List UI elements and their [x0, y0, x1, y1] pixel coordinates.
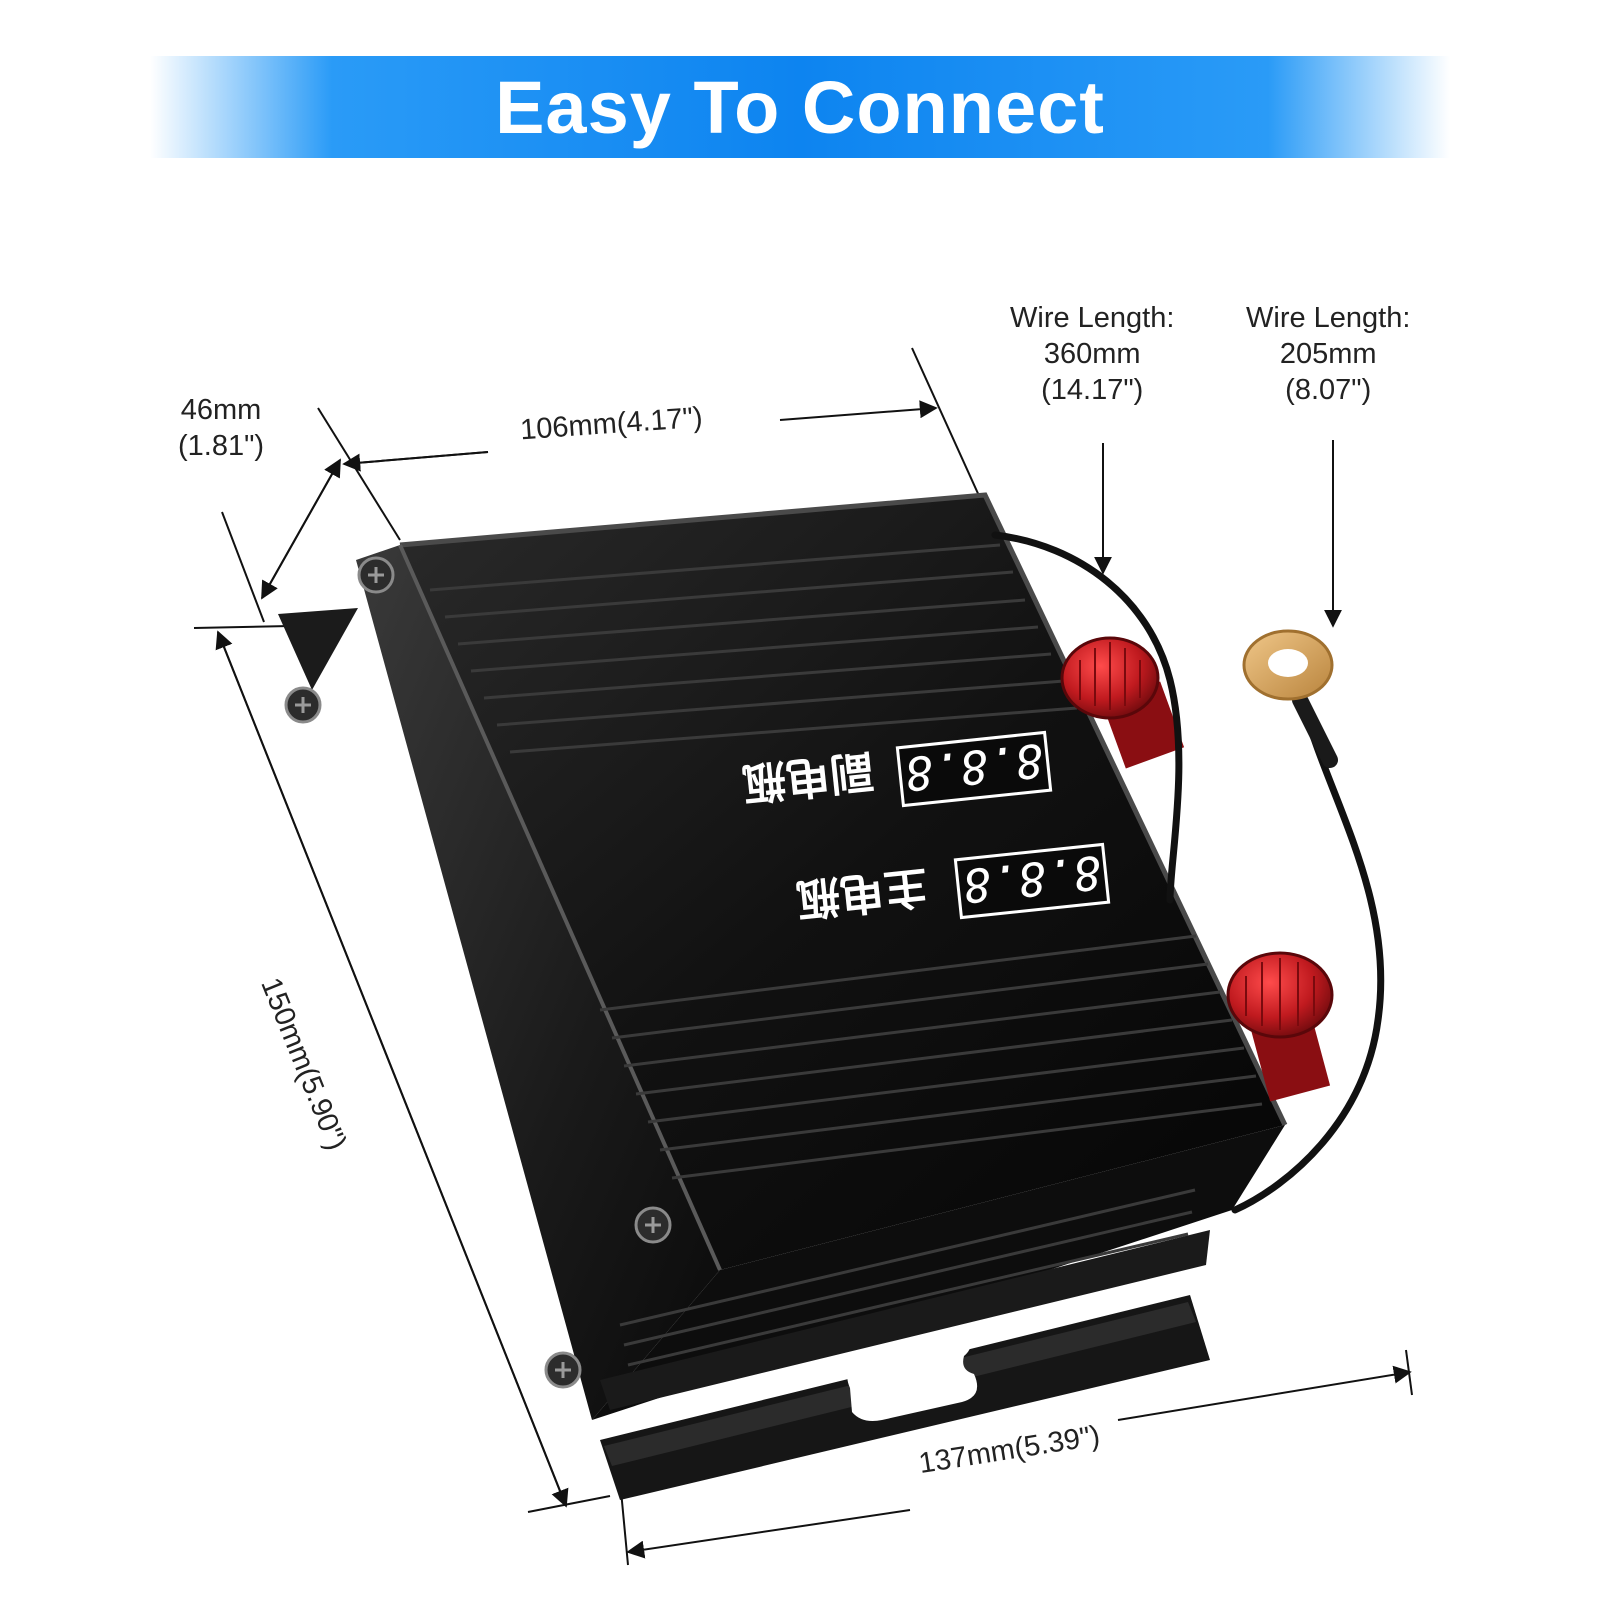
terminal-post-top [1060, 636, 1185, 769]
banner-title: Easy To Connect [495, 65, 1105, 149]
wire-positive-title: Wire Length: [1010, 302, 1175, 334]
wire-positive [991, 531, 1183, 904]
wire-ground-inch: (8.07") [1285, 374, 1372, 406]
wire-ground-mm: 205mm [1279, 338, 1377, 370]
hanging-slot [847, 1326, 978, 1421]
depth-mm: 46mm [180, 394, 262, 426]
dimension-lines [193, 347, 1413, 1566]
cooling-fins-top [429, 543, 1078, 754]
wire-ground-title: Wire Length: [1246, 302, 1411, 334]
terminal-post-bottom [1226, 951, 1334, 1102]
title-banner: Easy To Connect [150, 56, 1450, 158]
depth-inch: (1.81") [178, 430, 265, 462]
device-body [284, 492, 1288, 1420]
wire-positive-mm: 360mm [1043, 338, 1141, 370]
wire-length-ground-label: Wire Length: 205mm (8.07") [1246, 300, 1410, 408]
cooling-fins-bottom [599, 934, 1263, 1367]
voltage-display-main: 8.8.8 主电瓶 [794, 842, 1111, 925]
wire-length-positive-label: Wire Length: 360mm (14.17") [1010, 300, 1174, 408]
depth-dimension-label: 46mm (1.81") [178, 392, 264, 464]
screws [284, 556, 672, 1389]
voltage-display-auxiliary: 8.8.8 副电瓶 [740, 730, 1053, 809]
wire-ground [1231, 629, 1385, 1214]
wire-positive-inch: (14.17") [1041, 374, 1144, 406]
mounting-plate [278, 608, 1210, 1500]
